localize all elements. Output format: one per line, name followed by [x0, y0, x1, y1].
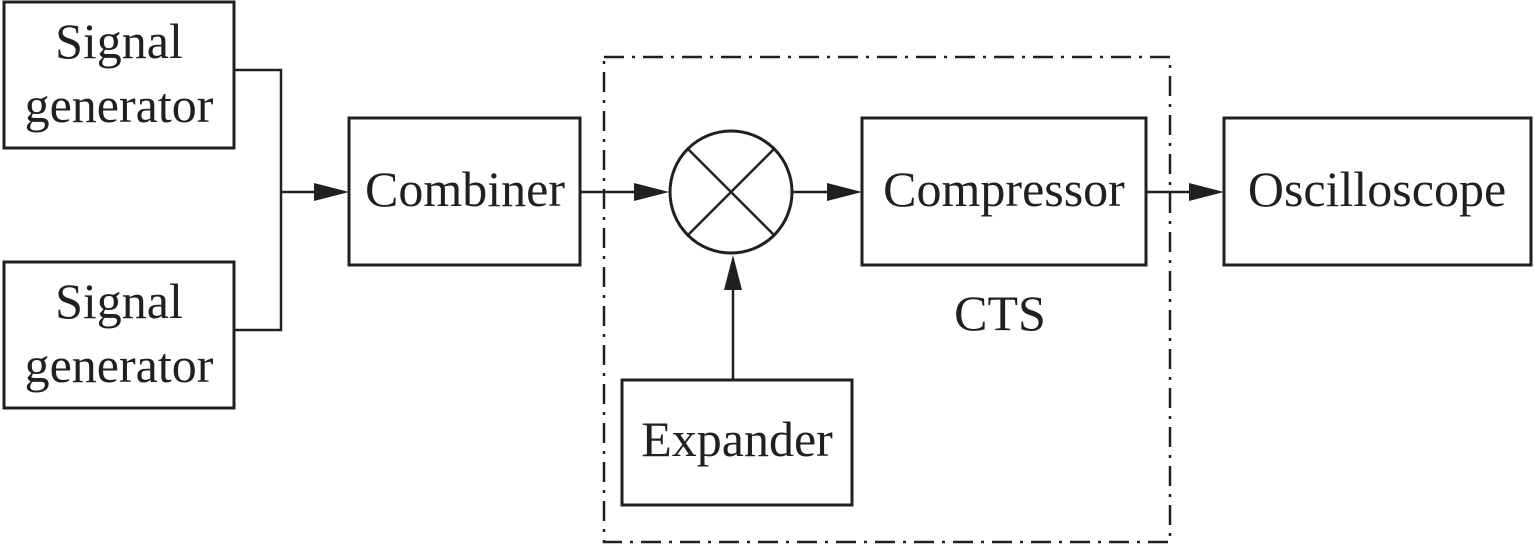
generator-1-to-combiner-wire — [234, 68, 283, 192]
mixer-lo-input-arrow — [724, 255, 742, 290]
combiner-block: Combiner — [347, 116, 582, 267]
compressor-input-arrow — [827, 183, 862, 201]
compressor-block: Compressor — [860, 116, 1148, 267]
oscilloscope-label: Oscilloscope — [1248, 161, 1506, 217]
signal-generator-2-block: Signal generator — [2, 260, 236, 410]
signal-generator-1-block: Signal generator — [2, 0, 236, 150]
signal-generator-1-label-line1: Signal — [55, 13, 183, 69]
combiner-input-arrow — [314, 183, 349, 201]
oscilloscope-block: Oscilloscope — [1222, 116, 1533, 267]
cts-group-border — [602, 55, 1172, 544]
expander-label: Expander — [641, 411, 833, 467]
signal-generator-1-label-line2: generator — [25, 77, 214, 133]
mixer-input-arrow — [634, 183, 669, 201]
expander-block: Expander — [620, 378, 854, 507]
compressor-label: Compressor — [883, 161, 1125, 217]
mixer-icon — [668, 129, 794, 255]
cts-group-label: CTS — [954, 285, 1046, 341]
combiner-label: Combiner — [365, 161, 565, 217]
generator-2-to-combiner-wire — [234, 192, 283, 332]
signal-generator-2-label-line2: generator — [25, 337, 214, 393]
oscilloscope-input-arrow — [1189, 183, 1224, 201]
signal-generator-2-label-line1: Signal — [55, 273, 183, 329]
